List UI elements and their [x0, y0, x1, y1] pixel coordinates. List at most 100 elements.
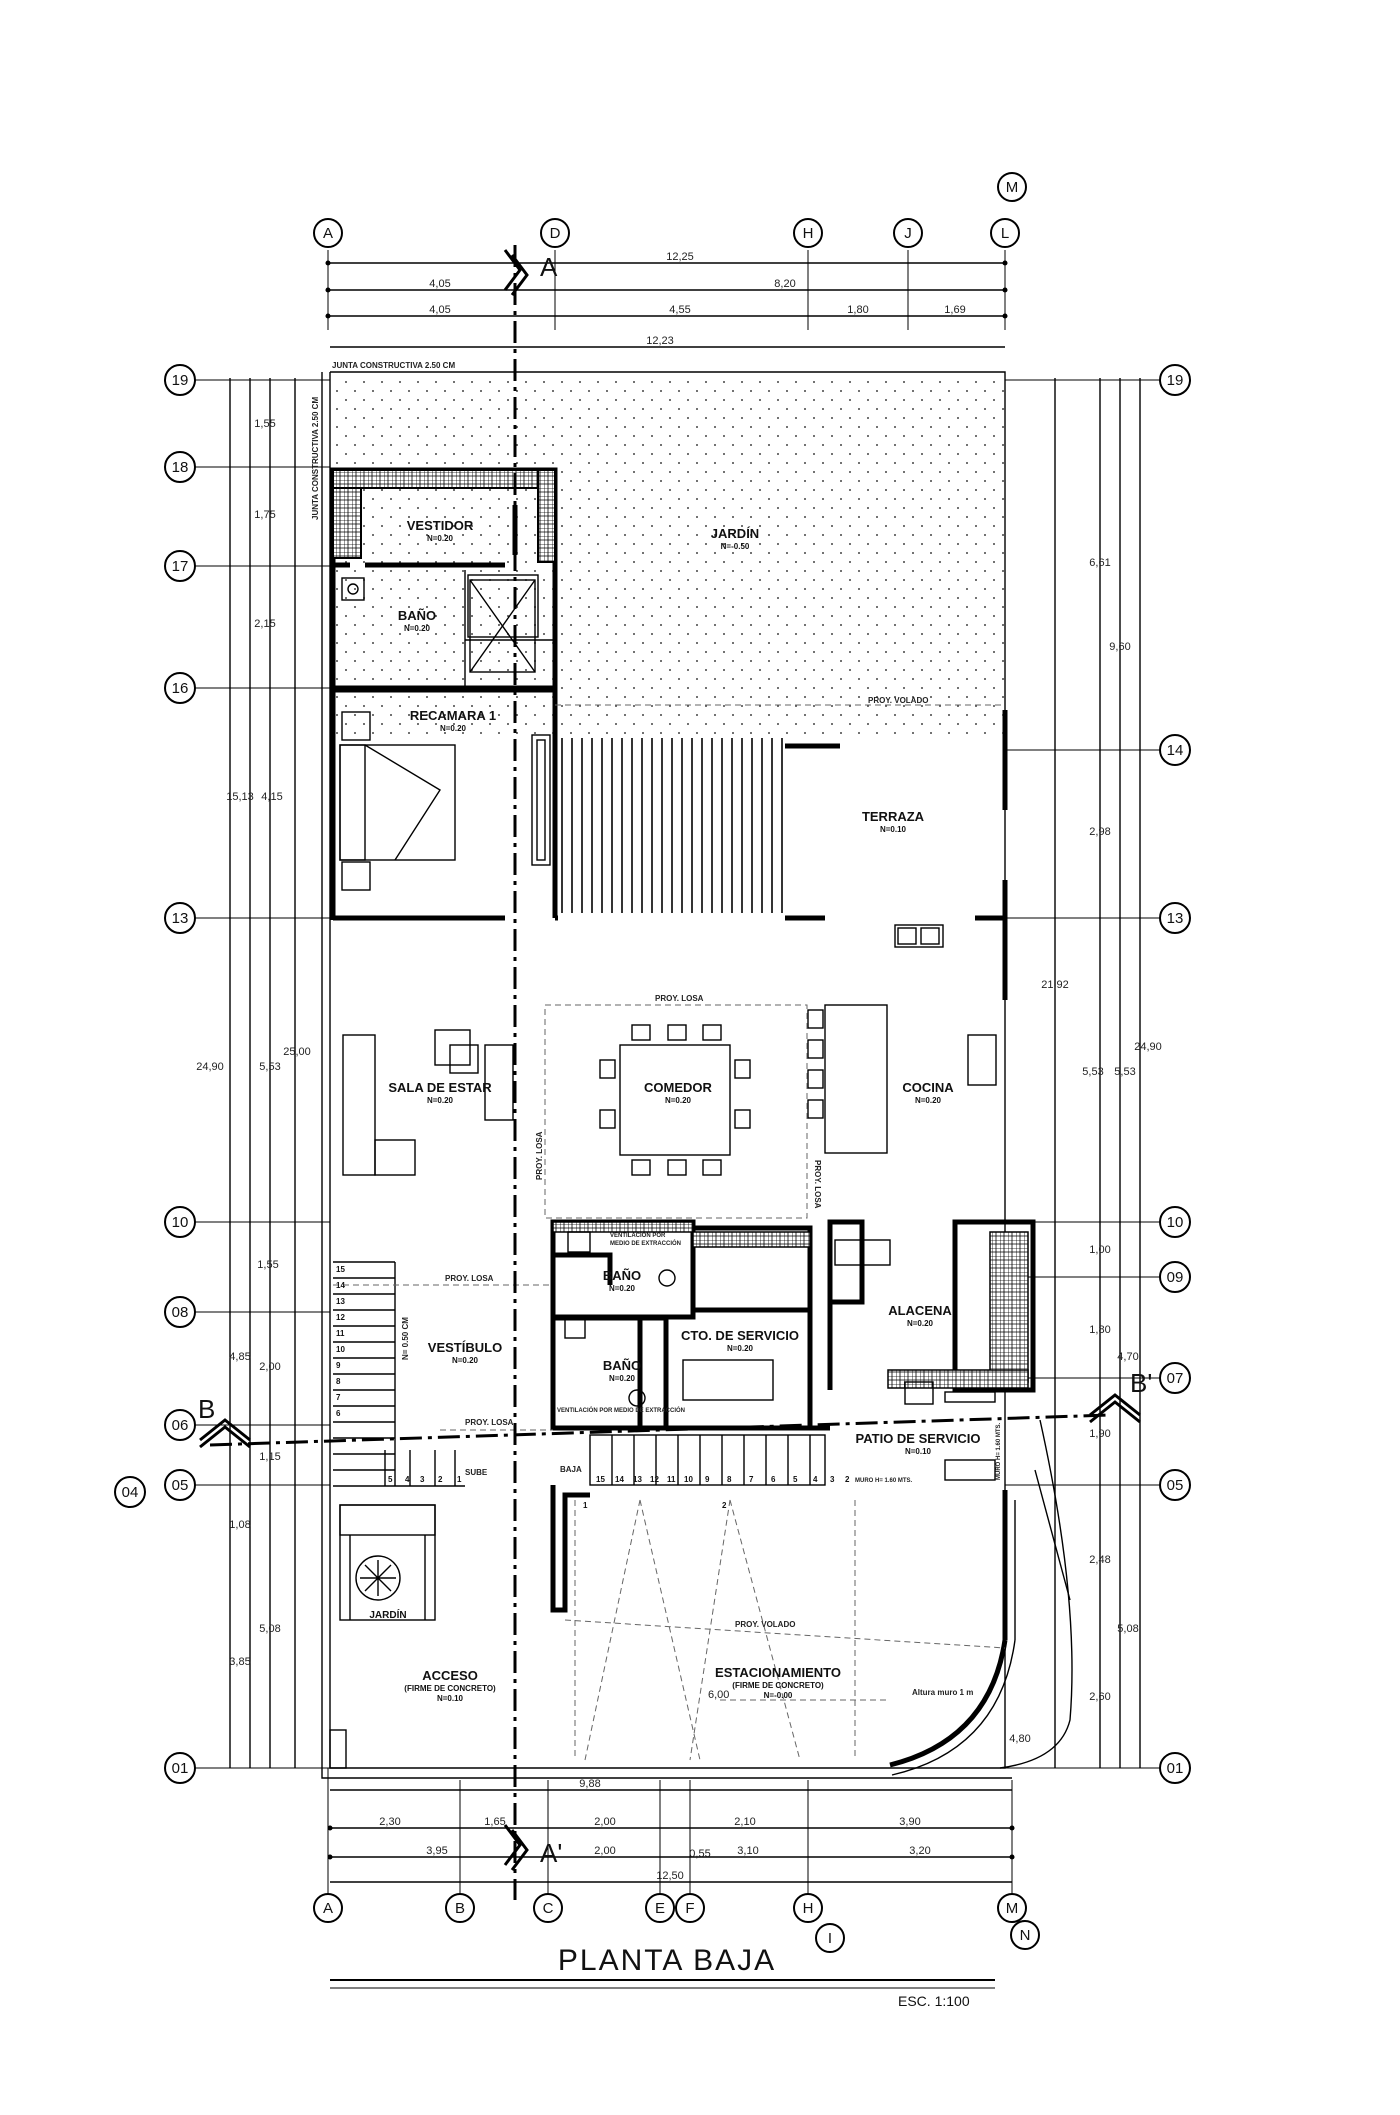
axis-bottom-C: C	[543, 1900, 554, 1917]
dim-left-total-b: 25,00	[283, 1046, 311, 1058]
dim-right-19-14a: 6,61	[1089, 557, 1110, 569]
dim-right-05-01a: 2,48	[1089, 1554, 1110, 1566]
room-alacena-level: N=0.20	[907, 1319, 934, 1328]
dim-top-inner: 12,23	[646, 335, 674, 347]
room-estacionamiento: ESTACIONAMIENTO	[715, 1665, 841, 1680]
dim-top-ad: 4,05	[429, 278, 450, 290]
axis-left-10: 10	[172, 1214, 189, 1231]
room-vestidor: VESTIDOR	[407, 518, 474, 533]
note-junta-v: JUNTA CONSTRUCTIVA 2.50 CM	[311, 397, 320, 520]
drawing-title: PLANTA BAJA	[558, 1944, 776, 1977]
room-acceso-sub: (FIRME DE CONCRETO)	[404, 1684, 496, 1693]
walls	[321, 371, 1073, 1779]
stair-num: 6	[771, 1475, 776, 1484]
stair-num: 6	[336, 1409, 341, 1418]
axis-right-07: 07	[1167, 1370, 1184, 1387]
axis-bottom-B: B	[455, 1900, 465, 1917]
stair-num: 12	[650, 1475, 659, 1484]
dim-right-13-10b: 5,53	[1114, 1066, 1135, 1078]
note-ventilacion-1b: MEDIO DE EXTRACCIÓN	[610, 1239, 681, 1247]
dim-top-dl: 8,20	[774, 278, 795, 290]
dim-right-10-07: 4,70	[1117, 1351, 1138, 1363]
axis-left-06: 06	[172, 1417, 189, 1434]
axis-left-17: 17	[172, 558, 189, 575]
dim-bottom-total: 12,50	[656, 1870, 684, 1882]
stairs	[333, 1261, 826, 1487]
axis-left-18: 18	[172, 459, 189, 476]
dim-left-06-05: 1,15	[259, 1451, 280, 1463]
axis-top-H: H	[803, 225, 814, 242]
stair-num: 2	[845, 1475, 850, 1484]
room-vestibulo: VESTÍBULO	[428, 1340, 502, 1355]
note-proy-volado-1: PROY. VOLADO	[868, 696, 928, 705]
section-b-right: B'	[1130, 1368, 1152, 1398]
room-sala-level: N=0.20	[427, 1096, 454, 1105]
furniture	[339, 577, 997, 1601]
dim-left-16-13: 4,15	[261, 791, 282, 803]
room-jardin: JARDÍN	[711, 526, 759, 541]
room-cto-servicio-level: N=0.20	[727, 1344, 754, 1353]
stair-num: 9	[336, 1361, 341, 1370]
note-proy-losa-5: PROY. LOSA	[465, 1418, 514, 1427]
note-sube: SUBE	[465, 1468, 488, 1477]
dim-right-05-01b: 5,08	[1117, 1623, 1138, 1635]
note-ventilacion-2: VENTILACIÓN POR MEDIO DE EXTRACCIÓN	[557, 1406, 685, 1414]
axis-top-M: M	[1006, 179, 1019, 196]
notes: JUNTA CONSTRUCTIVA 2.50 CM JUNTA CONSTRU…	[311, 361, 1002, 1701]
stair-num: 1	[457, 1475, 462, 1484]
note-junta-h: JUNTA CONSTRUCTIVA 2.50 CM	[332, 361, 455, 370]
dim-left-15-13: 15,13	[226, 791, 254, 803]
dim-bottom-hm2: 3,20	[909, 1845, 930, 1857]
dim-right-13-10a: 5,53	[1082, 1066, 1103, 1078]
stair-num: 15	[336, 1265, 345, 1274]
axis-bottom-E: E	[655, 1900, 665, 1917]
dim-right-19-14b: 9,60	[1109, 641, 1130, 653]
stair-num: 4	[405, 1475, 410, 1484]
section-a-bottom: A'	[540, 1838, 562, 1868]
stair-num: 10	[684, 1475, 693, 1484]
section-b-left: B	[198, 1394, 215, 1424]
room-vestibulo-level: N=0.20	[452, 1356, 479, 1365]
stair-num: 3	[830, 1475, 835, 1484]
dim-top-jl: 1,69	[944, 304, 965, 316]
stair-num: 8	[336, 1377, 341, 1386]
dim-bottom-hm: 3,90	[899, 1816, 920, 1828]
axis-bottom-F: F	[685, 1900, 694, 1917]
axis-right-01: 01	[1167, 1760, 1184, 1777]
dimension-texts-right: 6,61 9,60 2,98 21,92 5,53 5,53 24,90 1,0…	[1009, 557, 1161, 1745]
room-sala: SALA DE ESTAR	[388, 1080, 492, 1095]
dim-left-19-18: 1,55	[254, 418, 275, 430]
room-alacena: ALACENA	[888, 1303, 952, 1318]
note-ventilacion-1: VENTILACIÓN POR	[610, 1231, 666, 1239]
dim-left-04: 1,08	[229, 1519, 250, 1531]
parking-mark: 1	[583, 1501, 588, 1510]
dimension-lines	[229, 260, 1141, 1883]
dim-top-hj: 1,80	[847, 304, 868, 316]
dim-left-total-a: 24,90	[196, 1061, 224, 1073]
axis-top-D: D	[550, 225, 561, 242]
note-proy-losa-4: PROY. LOSA	[445, 1274, 494, 1283]
dim-left-17-16: 2,15	[254, 618, 275, 630]
stair-num: 10	[336, 1345, 345, 1354]
axis-right-19: 19	[1167, 372, 1184, 389]
stair-numbers: 15 14 13 12 11 10 9 8 7 6 5 4 3 2 1 15 1…	[336, 1265, 850, 1510]
room-recamara: RECAMARA 1	[410, 708, 496, 723]
dim-bottom-ac: 3,95	[426, 1845, 447, 1857]
room-labels: VESTIDOR N=0.20 BAÑO N=0.20 RECAMARA 1 N…	[369, 518, 980, 1703]
axis-right-05: 05	[1167, 1477, 1184, 1494]
dim-left-10-08: 1,55	[257, 1259, 278, 1271]
axis-left-16: 16	[172, 680, 189, 697]
axis-top-L: L	[1001, 225, 1009, 242]
room-recamara-level: N=0.20	[440, 724, 467, 733]
parking-mark: 2	[722, 1501, 727, 1510]
room-bano-3-level: N=0.20	[609, 1374, 636, 1383]
stair-num: 5	[388, 1475, 393, 1484]
section-labels: A A' B B'	[198, 252, 1152, 1868]
room-patio-servicio-level: N=0.10	[905, 1447, 932, 1456]
room-cocina: COCINA	[902, 1080, 954, 1095]
axis-bottom-I: I	[828, 1930, 832, 1947]
dim-top-dh: 4,55	[669, 304, 690, 316]
drawing-scale: ESC. 1:100	[898, 1993, 970, 2009]
stair-num: 9	[705, 1475, 710, 1484]
